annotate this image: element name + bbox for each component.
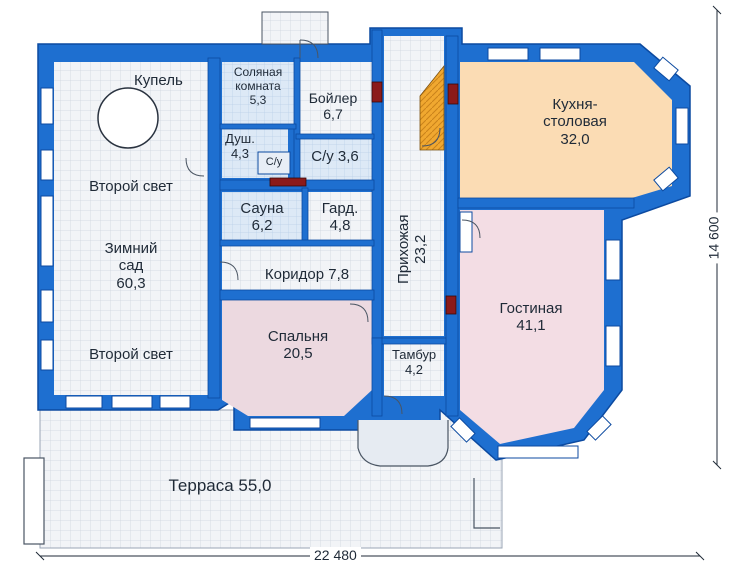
- door-swings: [185, 39, 481, 415]
- label-gostinaya-area: 41,1: [516, 317, 546, 335]
- label-gostinaya-name: Гостиная: [499, 300, 563, 317]
- label-dush-area: 4,3: [230, 145, 250, 161]
- label-gostinaya: Гостиная 41,1: [476, 300, 586, 335]
- label-solyanaya: Соляная комната 5,3: [222, 65, 294, 107]
- label-kuhnya-area: 32,0: [560, 130, 590, 148]
- label-prihozhaya: Прихожая 23,2: [395, 199, 430, 299]
- utility-markers: [269, 81, 459, 315]
- label-zimniy-sad-line2: сад: [118, 257, 144, 275]
- label-prihozhaya-name: Прихожая: [394, 214, 412, 285]
- label-vtoroy-svet-top: Второй свет: [89, 178, 173, 195]
- interior-walls: [207, 29, 635, 417]
- plunge-pool: [97, 87, 159, 149]
- dimension-width: 22 480: [310, 547, 361, 563]
- label-zimniy-sad: Зимний сад 60,3: [54, 240, 208, 292]
- label-gard-name: Гард.: [321, 200, 359, 217]
- label-spalnya-name: Спальня: [267, 328, 329, 345]
- label-solyanaya-area: 5,3: [249, 92, 267, 107]
- label-kuhnya-line1: Кухня-: [552, 96, 598, 113]
- label-vtoroy-svet-bottom: Второй свет: [89, 346, 173, 363]
- label-su-small: С/у: [265, 156, 283, 168]
- label-prihozhaya-area: 23,2: [412, 234, 429, 264]
- label-zimniy-sad-line1: Зимний: [104, 240, 158, 257]
- label-kupel: Купель: [134, 72, 183, 89]
- dimension-height: 14 600: [705, 212, 722, 264]
- label-sauna-area: 6,2: [251, 217, 273, 235]
- label-sauna-name: Сауна: [240, 200, 284, 217]
- su-small-box: [257, 151, 291, 175]
- label-koridor: Коридор 7,8: [264, 266, 350, 283]
- label-terrasa: Терраса 55,0: [168, 476, 272, 495]
- label-zimniy-sad-area: 60,3: [116, 274, 146, 292]
- label-kuhnya: Кухня- столовая 32,0: [520, 96, 630, 148]
- label-tambur-name: Тамбур: [391, 347, 437, 362]
- label-sauna: Сауна 6,2: [222, 200, 302, 235]
- label-solyanaya-line1: Соляная: [233, 65, 283, 79]
- label-gard: Гард. 4,8: [308, 200, 372, 235]
- label-boiler: Бойлер 6,7: [296, 90, 370, 122]
- label-dush-name: Душ.: [225, 131, 255, 146]
- label-spalnya: Спальня 20,5: [248, 328, 348, 363]
- label-boiler-area: 6,7: [323, 106, 343, 123]
- label-solyanaya-line2: комната: [235, 78, 281, 93]
- label-su: С/у 3,6: [311, 148, 359, 165]
- label-tambur-area: 4,2: [404, 361, 424, 377]
- label-boiler-name: Бойлер: [308, 90, 358, 106]
- label-spalnya-area: 20,5: [283, 345, 313, 363]
- label-gard-area: 4,8: [329, 217, 351, 235]
- label-dush: Душ. 4,3: [222, 131, 258, 162]
- windows: [40, 47, 689, 459]
- label-kuhnya-line2: столовая: [543, 113, 607, 131]
- label-tambur: Тамбур 4,2: [382, 347, 446, 378]
